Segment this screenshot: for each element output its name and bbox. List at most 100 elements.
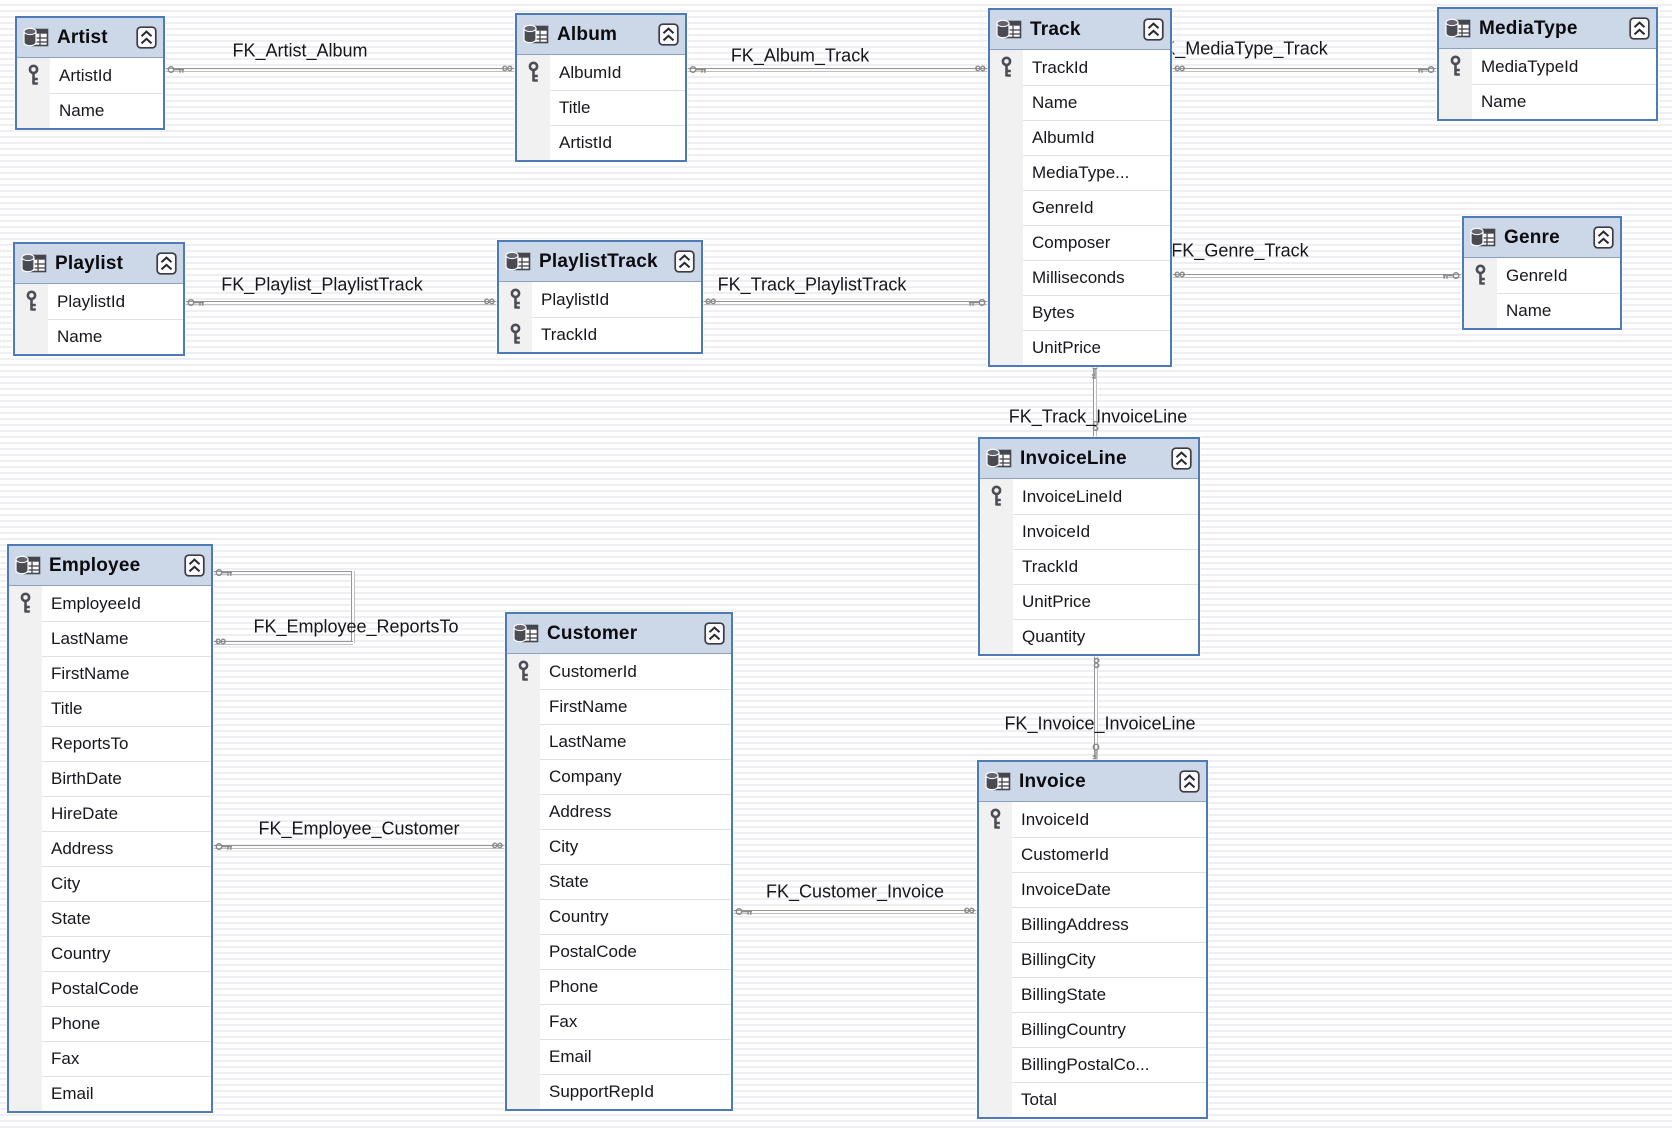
column-row[interactable]: EmployeeId — [9, 586, 211, 621]
column-row[interactable]: ReportsTo — [9, 726, 211, 761]
relationship-line[interactable] — [1172, 68, 1437, 72]
column-row[interactable]: BillingCountry — [979, 1012, 1206, 1047]
relationship-label[interactable]: FK_Genre_Track — [1171, 240, 1309, 261]
column-row[interactable]: BirthDate — [9, 761, 211, 796]
collapse-button[interactable] — [1593, 226, 1614, 249]
relationship-line[interactable] — [185, 301, 497, 305]
column-row[interactable]: SupportRepId — [507, 1074, 731, 1109]
column-row[interactable]: Address — [9, 831, 211, 866]
entity-header[interactable]: PlaylistTrack — [499, 242, 701, 282]
column-row[interactable]: LastName — [9, 621, 211, 656]
relationship-line[interactable] — [703, 301, 988, 305]
relationship-label[interactable]: FK_Employee_Customer — [258, 818, 460, 839]
entity-header[interactable]: Employee — [9, 546, 211, 586]
relationship-line[interactable] — [213, 571, 353, 575]
column-row[interactable]: City — [507, 829, 731, 864]
relationship-line[interactable] — [213, 641, 353, 645]
column-row[interactable]: Name — [1464, 293, 1620, 328]
column-row[interactable]: FirstName — [507, 689, 731, 724]
relationship-line[interactable] — [1094, 652, 1098, 760]
column-row[interactable]: UnitPrice — [980, 584, 1198, 619]
column-row[interactable]: PostalCode — [507, 934, 731, 969]
column-row[interactable]: Fax — [507, 1004, 731, 1039]
relationship-label[interactable]: FK_MediaType_Track — [1152, 38, 1328, 59]
column-row[interactable]: Title — [9, 691, 211, 726]
column-row[interactable]: BillingCity — [979, 942, 1206, 977]
column-row[interactable]: GenreId — [990, 190, 1170, 225]
relationship-line[interactable] — [213, 845, 505, 849]
column-row[interactable]: Name — [15, 319, 183, 354]
column-row[interactable]: AlbumId — [517, 55, 685, 90]
column-row[interactable]: Country — [507, 899, 731, 934]
column-row[interactable]: BillingState — [979, 977, 1206, 1012]
entity-header[interactable]: MediaType — [1439, 9, 1656, 49]
column-row[interactable]: State — [9, 901, 211, 936]
column-row[interactable]: InvoiceDate — [979, 872, 1206, 907]
column-row[interactable]: CustomerId — [979, 837, 1206, 872]
column-row[interactable]: PlaylistId — [499, 282, 701, 317]
column-row[interactable]: FirstName — [9, 656, 211, 691]
column-row[interactable]: Title — [517, 90, 685, 125]
collapse-button[interactable] — [658, 23, 679, 46]
relationship-line[interactable] — [351, 571, 355, 643]
column-row[interactable]: TrackId — [990, 50, 1170, 85]
relationship-label[interactable]: FK_Playlist_PlaylistTrack — [221, 274, 423, 295]
column-row[interactable]: ArtistId — [17, 58, 163, 93]
column-row[interactable]: Name — [990, 85, 1170, 120]
collapse-button[interactable] — [1179, 770, 1200, 793]
column-row[interactable]: Name — [17, 93, 163, 128]
column-row[interactable]: Composer — [990, 225, 1170, 260]
column-row[interactable]: Fax — [9, 1041, 211, 1076]
collapse-button[interactable] — [704, 622, 725, 645]
relationship-label[interactable]: FK_Track_PlaylistTrack — [717, 274, 907, 295]
column-row[interactable]: LastName — [507, 724, 731, 759]
relationship-line[interactable] — [1093, 363, 1097, 437]
collapse-button[interactable] — [1629, 17, 1650, 40]
column-row[interactable]: InvoiceId — [980, 514, 1198, 549]
entity-header[interactable]: Genre — [1464, 218, 1620, 258]
collapse-button[interactable] — [184, 554, 205, 577]
relationship-line[interactable] — [687, 68, 988, 72]
column-row[interactable]: MediaTypeId — [1439, 49, 1656, 84]
column-row[interactable]: UnitPrice — [990, 330, 1170, 365]
column-row[interactable]: City — [9, 866, 211, 901]
relationship-label[interactable]: FK_Track_InvoiceLine — [1008, 406, 1188, 427]
collapse-button[interactable] — [1143, 18, 1164, 41]
column-row[interactable]: Bytes — [990, 295, 1170, 330]
entity-header[interactable]: Track — [990, 10, 1170, 50]
entity-header[interactable]: Playlist — [15, 244, 183, 284]
column-row[interactable]: Phone — [9, 1006, 211, 1041]
column-row[interactable]: BillingAddress — [979, 907, 1206, 942]
column-row[interactable]: Milliseconds — [990, 260, 1170, 295]
column-row[interactable]: HireDate — [9, 796, 211, 831]
column-row[interactable]: Country — [9, 936, 211, 971]
column-row[interactable]: Total — [979, 1082, 1206, 1117]
collapse-button[interactable] — [136, 26, 157, 49]
column-row[interactable]: AlbumId — [990, 120, 1170, 155]
column-row[interactable]: PostalCode — [9, 971, 211, 1006]
entity-header[interactable]: InvoiceLine — [980, 439, 1198, 479]
column-row[interactable]: Email — [9, 1076, 211, 1111]
relationship-label[interactable]: FK_Album_Track — [730, 45, 870, 66]
collapse-button[interactable] — [1171, 447, 1192, 470]
relationship-label[interactable]: FK_Invoice_InvoiceLine — [1004, 713, 1196, 734]
column-row[interactable]: BillingPostalCo... — [979, 1047, 1206, 1082]
column-row[interactable]: Address — [507, 794, 731, 829]
column-row[interactable]: InvoiceId — [979, 802, 1206, 837]
column-row[interactable]: Email — [507, 1039, 731, 1074]
column-row[interactable]: Phone — [507, 969, 731, 1004]
relationship-label[interactable]: FK_Artist_Album — [232, 40, 368, 61]
column-row[interactable]: GenreId — [1464, 258, 1620, 293]
